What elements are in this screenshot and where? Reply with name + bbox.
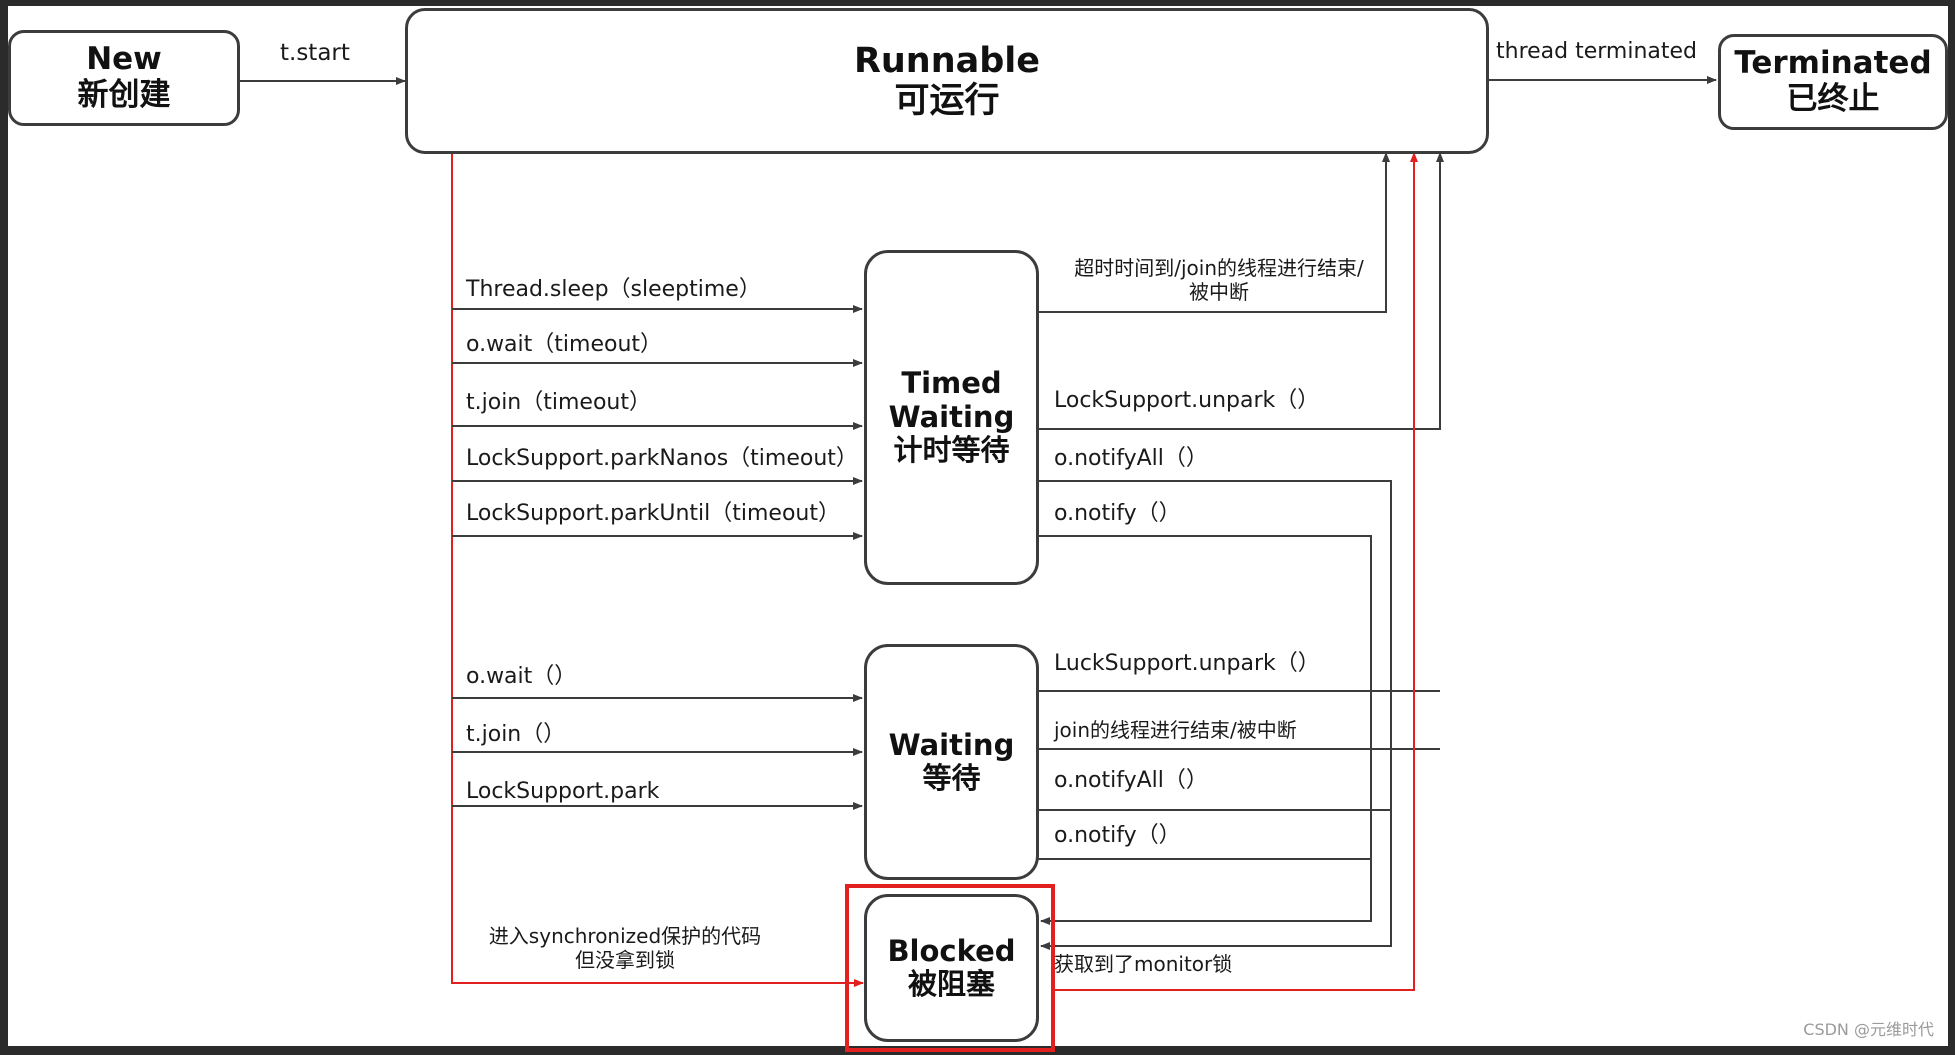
state-blocked: Blocked 被阻塞 <box>864 894 1039 1042</box>
connector-layer <box>238 76 1717 991</box>
label-enter-synchronized-line1: 进入synchronized保护的代码 <box>488 924 762 948</box>
label-enter-synchronized: 进入synchronized保护的代码 但没拿到锁 <box>460 926 790 970</box>
label-timeout-return-line2: 被中断 <box>1189 280 1249 304</box>
state-runnable: Runnable 可运行 <box>405 8 1489 154</box>
label-join: t.join（） <box>466 722 566 747</box>
state-runnable-cn: 可运行 <box>894 81 1000 122</box>
arrow-timeout-return <box>1038 152 1390 313</box>
label-wait: o.wait（） <box>466 664 577 689</box>
label-waiting-join-end: join的线程进行结束/被中断 <box>1054 718 1297 742</box>
state-new: New 新创建 <box>8 30 240 126</box>
label-timeout-return-line1: 超时时间到/join的线程进行结束/ <box>1074 256 1364 280</box>
state-waiting-name: Waiting <box>888 727 1015 762</box>
label-waiting-unpark: LuckSupport.unpark（） <box>1054 651 1320 676</box>
state-timed-waiting-line2: Waiting <box>888 399 1015 434</box>
state-blocked-cn: 被阻塞 <box>907 967 995 1001</box>
label-parkuntil: LockSupport.parkUntil（timeout） <box>466 501 840 526</box>
state-waiting: Waiting 等待 <box>864 644 1039 880</box>
label-timed-notifyall: o.notifyAll（） <box>1054 446 1208 471</box>
red-arrow-blocked-to-runnable <box>1054 152 1418 991</box>
label-timeout-return: 超时时间到/join的线程进行结束/ 被中断 <box>1054 258 1384 302</box>
label-enter-synchronized-line2: 但没拿到锁 <box>575 948 675 972</box>
label-park: LockSupport.park <box>466 779 660 804</box>
state-timed-waiting-line1: Timed <box>901 366 1002 401</box>
label-timed-notify: o.notify（） <box>1054 501 1181 526</box>
blocked-highlight-box <box>845 884 1055 1052</box>
label-get-monitor: 获取到了monitor锁 <box>1054 952 1233 976</box>
state-blocked-name: Blocked <box>887 933 1016 968</box>
state-terminated-name: Terminated <box>1734 45 1932 82</box>
label-timed-unpark: LockSupport.unpark（） <box>1054 388 1320 413</box>
arrow-timed-notifyall <box>1038 480 1392 950</box>
state-terminated: Terminated 已终止 <box>1718 34 1948 130</box>
label-thread-terminated: thread terminated <box>1496 39 1698 64</box>
label-t-start: t.start <box>280 40 350 66</box>
label-waiting-notify: o.notify（） <box>1054 823 1181 848</box>
arrow-timed-notify <box>1038 535 1372 925</box>
state-waiting-cn: 等待 <box>922 761 981 795</box>
label-join-timeout: t.join（timeout） <box>466 390 651 415</box>
label-waiting-notifyall: o.notifyAll（） <box>1054 768 1208 793</box>
label-parknanos: LockSupport.parkNanos（timeout） <box>466 446 858 471</box>
label-thread-sleep: Thread.sleep（sleeptime） <box>466 277 761 302</box>
state-new-name: New <box>86 41 162 78</box>
diagram-canvas: New 新创建 Runnable 可运行 Terminated 已终止 Time… <box>8 6 1948 1052</box>
red-trunk-left <box>451 152 864 987</box>
label-wait-timeout: o.wait（timeout） <box>466 332 663 357</box>
state-runnable-name: Runnable <box>853 41 1041 81</box>
watermark-text: CSDN @元维时代 <box>1803 1020 1934 1039</box>
state-terminated-cn: 已终止 <box>1786 81 1880 117</box>
state-new-cn: 新创建 <box>77 77 171 113</box>
arrow-unpark-return <box>1038 152 1444 430</box>
state-timed-waiting: Timed Waiting 计时等待 <box>864 250 1039 585</box>
state-timed-waiting-cn: 计时等待 <box>893 433 1010 468</box>
